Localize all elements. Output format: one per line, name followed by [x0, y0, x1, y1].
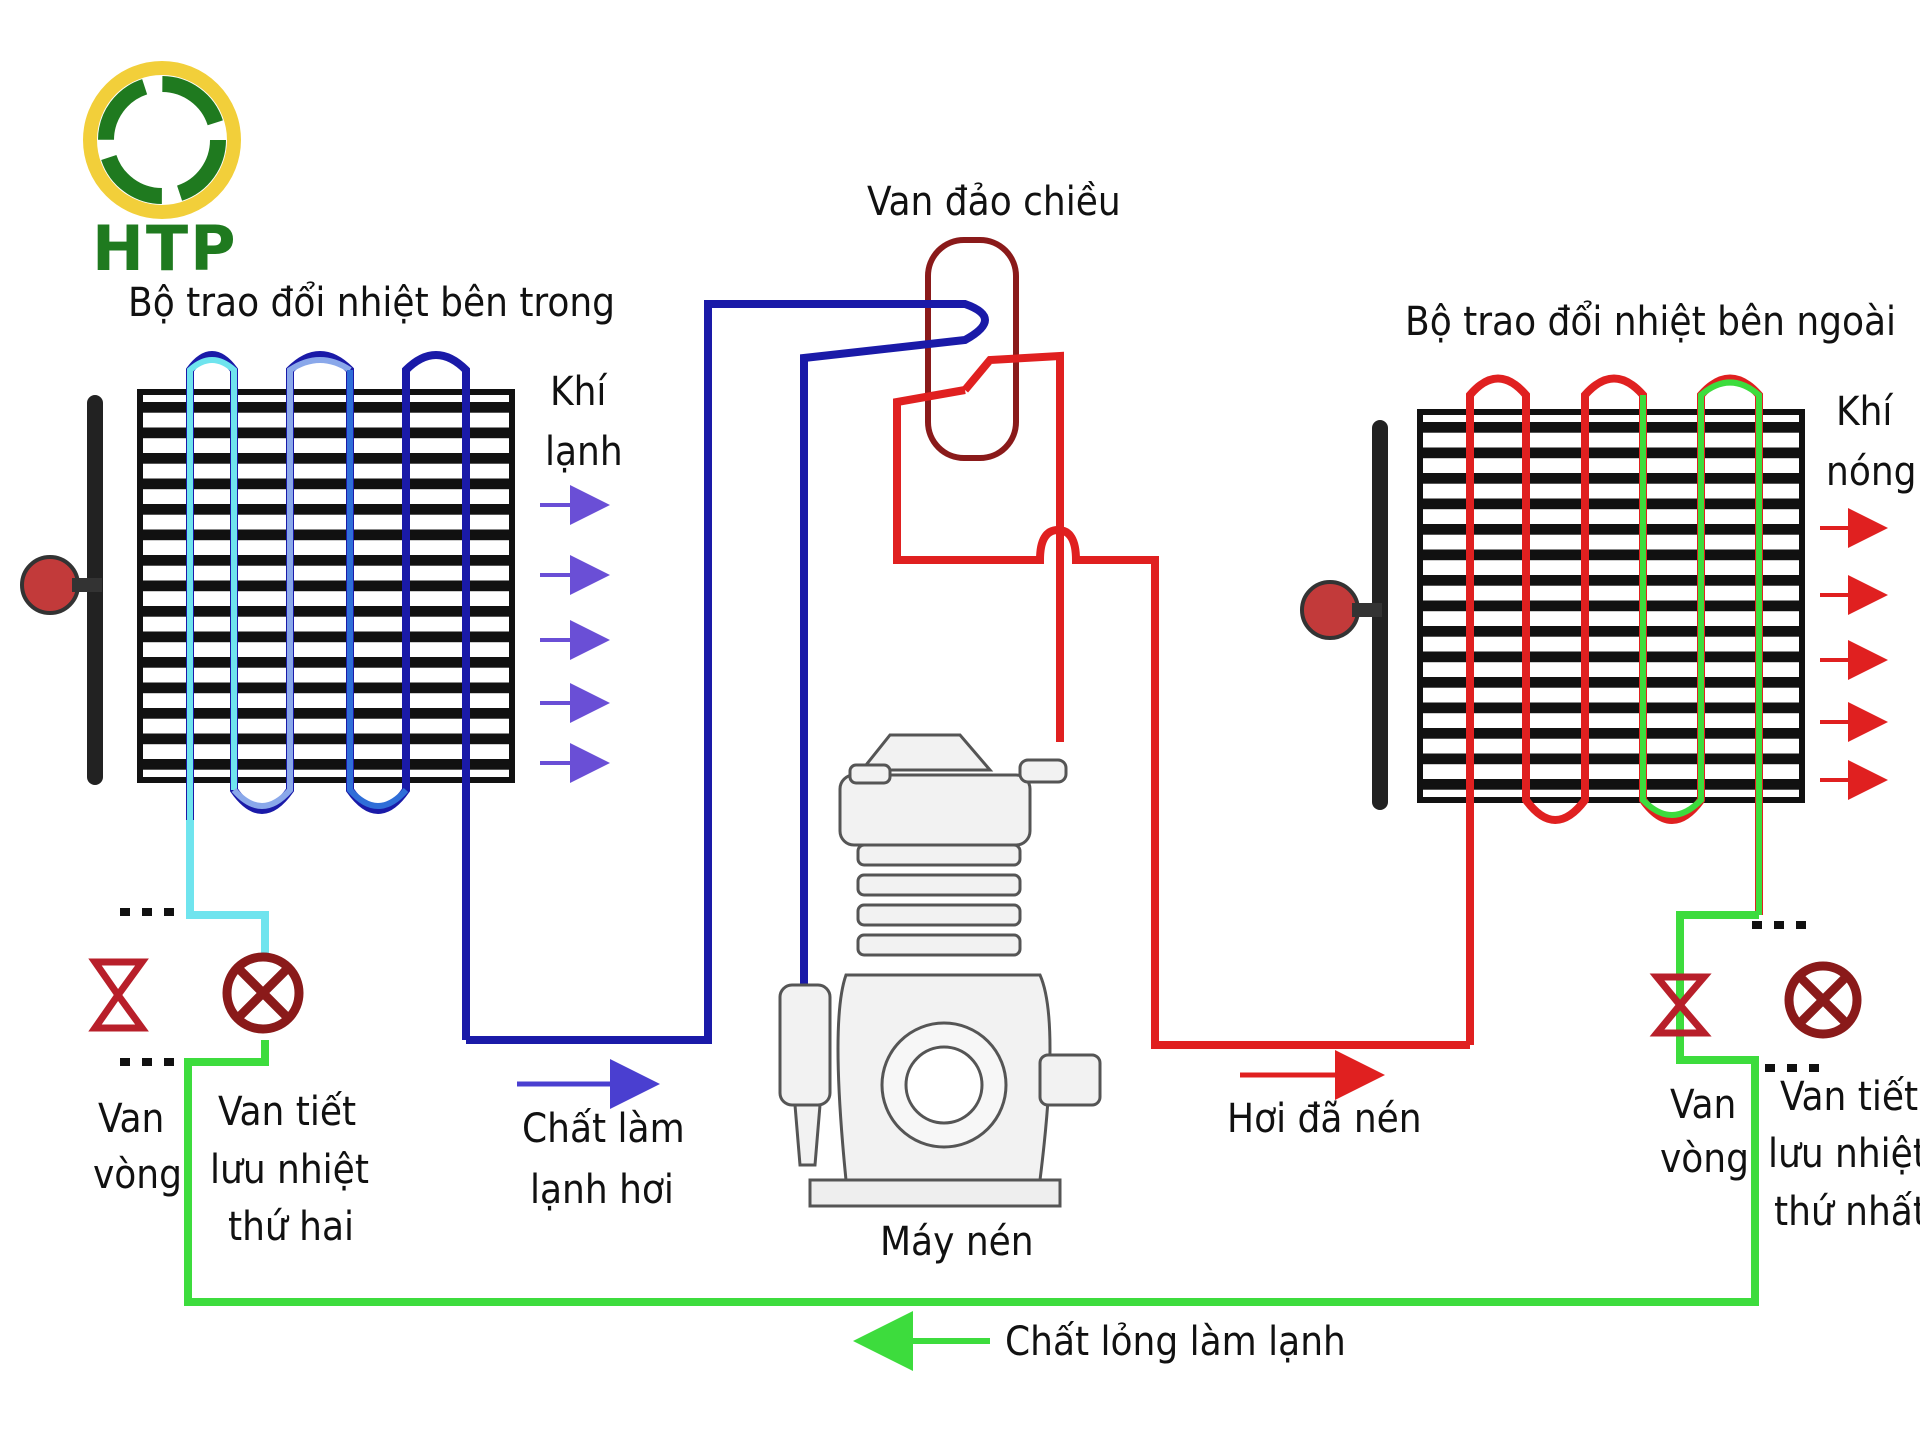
outdoor-heat-exchanger: [1417, 374, 1805, 1045]
fin-bar: [140, 657, 512, 668]
cold-air-label-line2: lạnh: [545, 429, 623, 475]
compressed-vapor-lines: [893, 351, 1470, 1049]
compressor-label: Máy nén: [880, 1219, 1034, 1265]
right-expansion-valve-icon: [1784, 961, 1862, 1039]
htp-logo: HTP: [83, 61, 241, 285]
left-check-valve-label-line2: vòng: [93, 1152, 182, 1198]
right-check-valve-icon: [1649, 921, 1830, 1072]
reversing-valve-body: [925, 237, 1019, 461]
cold-air-label-line1: Khí: [550, 369, 607, 415]
vapor-refrigerant-lines: [466, 300, 989, 1044]
compressed-vapor-label: Hơi đã nén: [1227, 1096, 1422, 1142]
left-txv-label-line1: Van tiết: [218, 1089, 356, 1135]
fin-bar: [140, 427, 512, 439]
fin-bar: [1420, 651, 1802, 663]
indoor-heat-exchanger: [137, 351, 515, 1040]
fin-bar: [140, 478, 512, 490]
fin-bar: [1420, 779, 1802, 790]
cold-air-arrows: [540, 485, 610, 783]
left-txv-connector: [186, 820, 269, 960]
outdoor-fan-icon: [1300, 420, 1388, 810]
fin-bar: [140, 606, 512, 617]
fin-bar: [140, 402, 512, 413]
fin-bar: [1420, 728, 1802, 739]
fin-bar: [140, 733, 512, 745]
hot-air-label-line1: Khí: [1836, 389, 1893, 435]
vapor-refrigerant-label-line1: Chất làm: [522, 1106, 685, 1152]
fin-bar: [1420, 549, 1802, 561]
fin-bar: [1420, 498, 1802, 510]
fin-bar: [140, 529, 512, 541]
fin-bar: [140, 504, 512, 515]
fin-bar: [1420, 677, 1802, 688]
left-check-valve-icon: [88, 908, 182, 1066]
right-txv-label-line1: Van tiết: [1780, 1074, 1918, 1120]
fin-bar: [1420, 473, 1802, 484]
fin-bar: [140, 631, 512, 643]
logo-text: HTP: [92, 212, 238, 285]
fin-bar: [1420, 422, 1802, 433]
fin-bar: [1420, 600, 1802, 612]
right-txv-label-line3: thứ nhất: [1774, 1189, 1920, 1235]
fin-bar: [140, 708, 512, 719]
left-check-valve-label-line1: Van: [98, 1096, 164, 1142]
outdoor-fins: [1420, 422, 1802, 790]
fin-bar: [1420, 753, 1802, 765]
fin-bar: [140, 555, 512, 566]
fin-bar: [1420, 575, 1802, 586]
fin-bar: [1420, 626, 1802, 637]
left-txv-label-line3: thứ hai: [228, 1204, 354, 1250]
outdoor-exchanger-title: Bộ trao đổi nhiệt bên ngoài: [1405, 299, 1896, 345]
vapor-refrigerant-label-line2: lạnh hơi: [530, 1167, 674, 1213]
right-txv-label-line2: lưu nhiệt: [1768, 1131, 1920, 1177]
fin-bar: [140, 759, 512, 770]
right-check-valve-label-line1: Van: [1670, 1082, 1736, 1128]
liquid-refrigerant-lines: [184, 911, 1759, 1306]
indoor-exchanger-title: Bộ trao đổi nhiệt bên trong: [128, 280, 615, 326]
fin-bar: [140, 453, 512, 464]
indoor-fan-icon: [20, 395, 103, 785]
left-expansion-valve-icon: [222, 952, 304, 1034]
fin-bar: [1420, 702, 1802, 714]
right-check-valve-label-line2: vòng: [1660, 1136, 1749, 1182]
fin-bar: [140, 682, 512, 694]
fin-bar: [1420, 447, 1802, 459]
hot-air-label-line2: nóng: [1826, 449, 1917, 495]
fin-bar: [140, 580, 512, 592]
compressor-icon: [778, 733, 1102, 1208]
fin-bar: [1420, 524, 1802, 535]
indoor-fins: [140, 402, 512, 770]
left-txv-label-line2: lưu nhiệt: [210, 1147, 369, 1193]
hot-air-arrows: [1820, 508, 1888, 800]
liquid-refrigerant-label: Chất lỏng làm lạnh: [1005, 1319, 1346, 1365]
reversing-valve-title: Van đảo chiều: [867, 179, 1121, 225]
